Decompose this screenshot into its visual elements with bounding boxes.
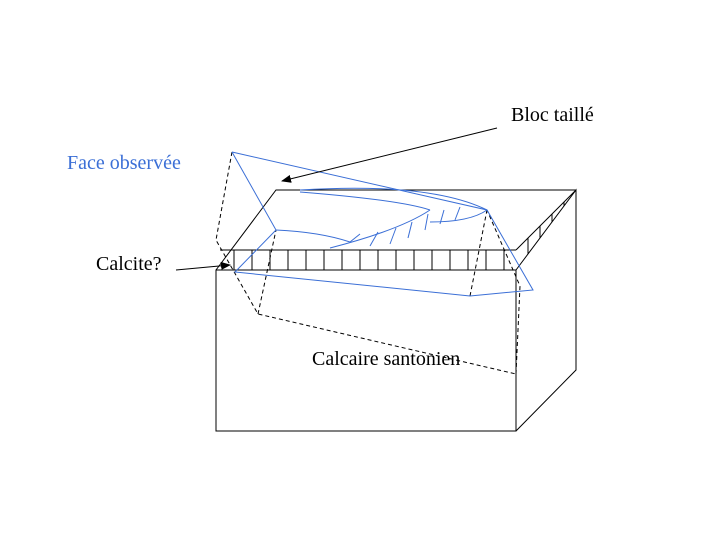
block-right-face <box>515 188 577 432</box>
calcite-hatch-side <box>527 202 565 254</box>
hatch-line <box>349 233 361 243</box>
calcite-hatch-front <box>233 250 505 270</box>
hatch-line <box>389 227 397 245</box>
block-front-face <box>215 269 517 432</box>
hatch-line <box>407 221 413 239</box>
observed-face-hatching <box>349 206 461 247</box>
calcite-band <box>220 189 577 270</box>
face-observee-label: Face observée <box>67 152 181 174</box>
hatch-line <box>424 213 429 231</box>
calcite-label: Calcite? <box>96 253 162 275</box>
cut-block-outline <box>215 151 521 375</box>
observed-face <box>231 151 534 297</box>
hatch-line <box>369 231 379 247</box>
block-top-face <box>215 189 576 271</box>
bloc-taille-label: Bloc taillé <box>511 104 594 126</box>
hatch-line <box>454 206 461 221</box>
hatch-line <box>439 209 445 225</box>
limestone-block <box>215 188 577 432</box>
bloc-taille-arrow <box>281 127 498 183</box>
calcaire-label: Calcaire santonien <box>312 348 460 370</box>
calcite-arrow <box>175 261 231 271</box>
